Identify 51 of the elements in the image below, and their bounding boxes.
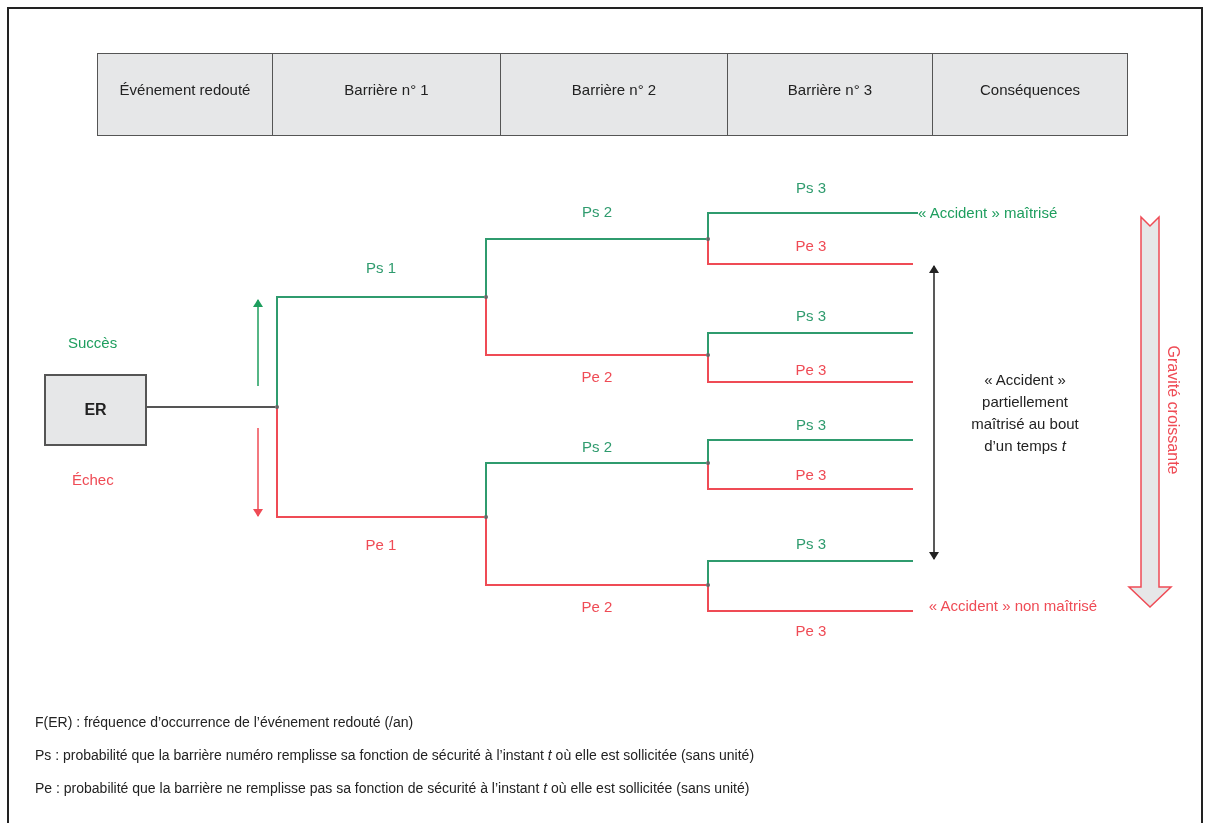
edge-label: Ps 1 bbox=[366, 258, 396, 276]
branch-line bbox=[707, 238, 914, 265]
edge-label: Ps 3 bbox=[796, 534, 826, 552]
branch-line bbox=[707, 212, 919, 240]
event-box: ER bbox=[44, 374, 147, 446]
outcome-text: « Accident » non maîtrisé bbox=[913, 584, 1113, 628]
outcome-label: Échec bbox=[72, 470, 114, 490]
branch-point bbox=[484, 515, 488, 519]
edge-label: Ps 3 bbox=[796, 306, 826, 324]
header-cell: Conséquences bbox=[932, 53, 1128, 136]
edge-label: Ps 2 bbox=[582, 202, 612, 220]
branch-point bbox=[706, 583, 710, 587]
outcome-label: Succès bbox=[68, 333, 118, 353]
branch-line bbox=[276, 296, 485, 408]
branch-line bbox=[707, 439, 914, 464]
branch-line bbox=[485, 296, 707, 356]
edge-label: Pe 2 bbox=[581, 367, 613, 385]
edge-label: Pe 3 bbox=[795, 360, 827, 378]
edge-label: Pe 3 bbox=[795, 465, 827, 483]
axis-label: Gravité croissante bbox=[1164, 345, 1182, 475]
edge-label: Ps 3 bbox=[796, 415, 826, 433]
branch-line bbox=[707, 332, 914, 356]
branch-line bbox=[485, 238, 707, 298]
edge-label: Ps 3 bbox=[796, 178, 826, 196]
branch-line bbox=[707, 584, 914, 612]
edge-label: Pe 3 bbox=[795, 621, 827, 639]
edge-label: Pe 2 bbox=[581, 597, 613, 615]
edge-label: Pe 1 bbox=[365, 535, 397, 553]
branch-line bbox=[707, 560, 914, 586]
outcome-label: « Accident » partiellement maîtrisé au bout d’un temps t bbox=[970, 370, 1080, 456]
branch-line bbox=[485, 516, 707, 586]
header-cell: Barrière n° 3 bbox=[727, 53, 933, 136]
header-cell: Barrière n° 1 bbox=[272, 53, 501, 136]
outcome-text: « Accident » maîtrisé bbox=[918, 202, 1098, 224]
edge-label: Pe 3 bbox=[795, 236, 827, 254]
branch-point bbox=[706, 353, 710, 357]
branch-line bbox=[276, 406, 485, 518]
edge-label: Ps 2 bbox=[582, 437, 612, 455]
branch-point bbox=[275, 405, 279, 409]
note-text: F(ER) : fréquence d’occurrence de l’événement redouté (/an) bbox=[35, 713, 414, 732]
header-cell: Événement redouté bbox=[97, 53, 273, 136]
branch-line bbox=[707, 462, 914, 490]
branch-line bbox=[146, 406, 276, 408]
branch-point bbox=[706, 237, 710, 241]
branch-point bbox=[484, 295, 488, 299]
note-text: Ps : probabilité que la barrière numéro remplisse sa fonction de sécurité à l’instant t où elle est sollicitée (sans unité) bbox=[35, 746, 755, 765]
branch-point bbox=[706, 461, 710, 465]
branch-line bbox=[485, 462, 707, 518]
branch-line bbox=[707, 354, 914, 383]
note-text: Pe : probabilité que la barrière ne remplisse pas sa fonction de sécurité à l’instant t où elle est sollicitée (sans unité) bbox=[35, 779, 750, 798]
header-cell: Barrière n° 2 bbox=[500, 53, 728, 136]
